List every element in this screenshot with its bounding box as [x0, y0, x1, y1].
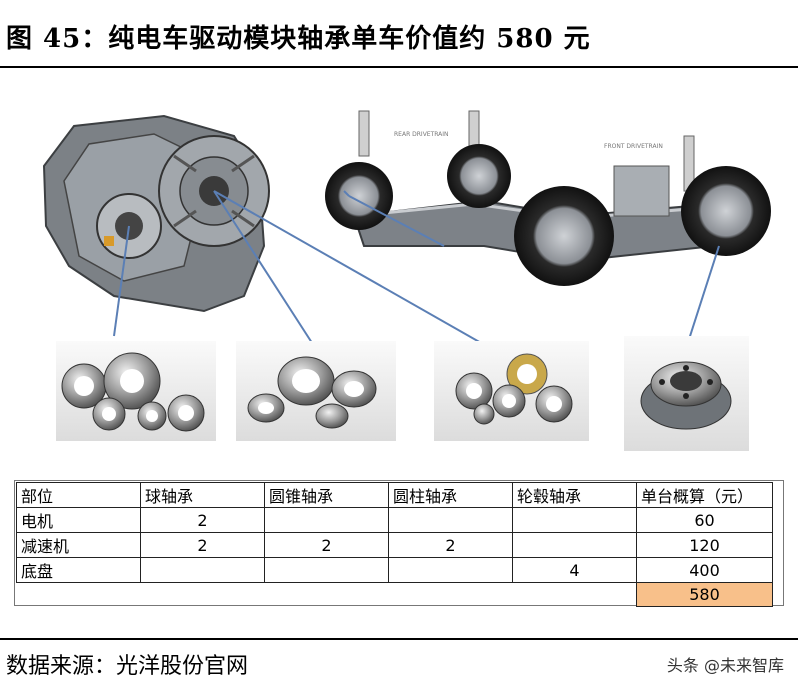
figure-title: 图 45：纯电车驱动模块轴承单车价值约 580 元 [6, 24, 591, 54]
table-cell [388, 507, 513, 533]
table-cell [264, 557, 389, 583]
total-value: 580 [636, 582, 773, 607]
bearing-value-table: 部位 球轴承 圆锥轴承 圆柱轴承 轮毂轴承 单台概算（元） 电机 2 60 减速… [16, 482, 773, 607]
motor-housing-image [42, 114, 270, 313]
table-cell: 60 [636, 507, 773, 533]
table-cell: 2 [140, 532, 265, 558]
row-label: 底盘 [16, 557, 141, 583]
top-rule [0, 66, 798, 68]
table-row: 减速机 2 2 2 120 [16, 532, 773, 558]
table-cell: 120 [636, 532, 773, 558]
table-cell [388, 557, 513, 583]
header-part: 部位 [16, 482, 141, 508]
ball-bearing-image [56, 341, 216, 441]
total-row-spacer [17, 583, 637, 607]
table-cell: 400 [636, 557, 773, 583]
table-row: 电机 2 60 [16, 507, 773, 533]
header-tapered-bearing: 圆锥轴承 [264, 482, 389, 508]
total-row: 580 [17, 582, 773, 607]
figure-illustration: REAR DRIVETRAIN FRONT DRIVETRAIN [42, 106, 774, 451]
table-cell: 4 [512, 557, 637, 583]
table-container: 部位 球轴承 圆锥轴承 圆柱轴承 轮毂轴承 单台概算（元） 电机 2 60 减速… [14, 480, 784, 607]
bottom-rule [0, 638, 798, 640]
watermark: 头条 @未来智库 [666, 656, 784, 675]
table-header-row: 部位 球轴承 圆锥轴承 圆柱轴承 轮毂轴承 单台概算（元） [16, 482, 773, 508]
table-cell: 2 [388, 532, 513, 558]
chassis-image: REAR DRIVETRAIN FRONT DRIVETRAIN [325, 106, 774, 301]
table-cell: 2 [264, 532, 389, 558]
row-label: 减速机 [16, 532, 141, 558]
header-cylindrical-bearing: 圆柱轴承 [388, 482, 513, 508]
source-note: 数据来源：光洋股份官网 [6, 654, 249, 679]
table-cell [512, 507, 637, 533]
header-ball-bearing: 球轴承 [140, 482, 265, 508]
front-drivetrain-label: FRONT DRIVETRAIN [604, 143, 663, 150]
tapered-bearing-image [236, 341, 396, 441]
table-cell: 2 [140, 507, 265, 533]
hub-bearing-image [624, 336, 749, 451]
header-hub-bearing: 轮毂轴承 [512, 482, 637, 508]
row-label: 电机 [16, 507, 141, 533]
rear-drivetrain-label: REAR DRIVETRAIN [394, 131, 449, 138]
table-cell [140, 557, 265, 583]
table-row: 底盘 4 400 [16, 557, 773, 583]
table-cell [512, 532, 637, 558]
connector-lines [113, 190, 720, 387]
bearing-figure: REAR DRIVETRAIN FRONT DRIVETRAIN [14, 96, 782, 466]
table-cell [264, 507, 389, 533]
header-unit-estimate: 单台概算（元） [636, 482, 773, 508]
cylindrical-bearing-image [434, 341, 589, 441]
